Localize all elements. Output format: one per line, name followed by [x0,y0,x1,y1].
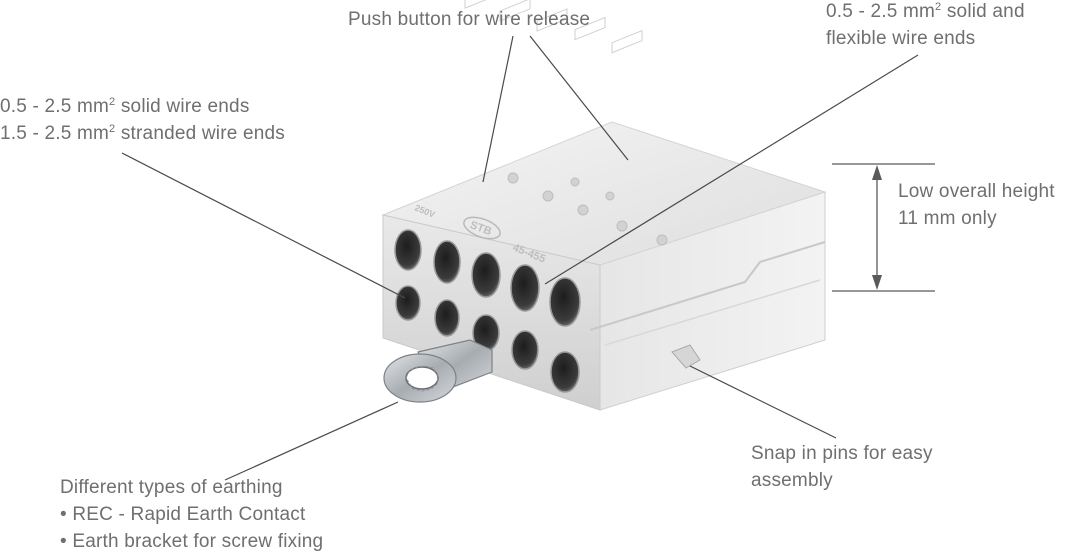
height-line-1: Low overall height [898,181,1055,202]
stranded-wire-size: 1.5 - 2.5 mm [0,123,110,144]
height-label: Low overall height 11 mm only [898,178,1055,232]
height-dimension [832,163,935,292]
release-slot [536,8,568,32]
flexible-wire-label: 0.5 - 2.5 mm2 solid and flexible wire en… [826,0,1025,52]
side-panel-edge [604,279,821,346]
socket-row-upper [394,229,581,327]
earthing-line-1: Different types of earthing [60,477,283,498]
wire-socket [434,299,460,337]
test-hole [577,204,589,216]
snap-in-pin [671,344,701,369]
release-slot [611,29,643,54]
wire-socket [394,229,422,271]
flexible-wire-line-2: flexible wire ends [826,28,976,49]
snap-pins-label: Snap in pins for easy assembly [751,440,933,494]
wire-socket [433,240,461,284]
earthing-line-2: • REC - Rapid Earth Contact [60,504,306,525]
flexible-wire-type: solid and [941,1,1025,22]
leader-solid [121,152,406,299]
top-test-holes [507,172,668,246]
logo-oval [463,216,501,240]
wire-socket [395,285,421,321]
snap-pins-line-1: Snap in pins for easy [751,443,933,464]
solid-wire-type: solid wire ends [115,96,250,117]
flexible-wire-line-1: 0.5 - 2.5 mm2 solid and [826,0,1025,25]
wire-sockets [394,229,581,393]
release-slot [574,16,606,41]
side-step-detail [589,241,826,331]
height-line-2: 11 mm only [898,208,997,229]
snap-pins-line-2: assembly [751,470,833,491]
wire-socket [549,277,581,327]
wire-socket [510,264,540,312]
superscript-2: 2 [935,1,942,13]
test-hole [616,220,628,232]
stranded-wire-type: stranded wire ends [115,123,285,144]
test-hole [605,191,615,201]
release-slot [499,0,531,22]
test-hole [656,234,668,246]
flexible-wire-size: 0.5 - 2.5 mm [826,1,936,22]
superscript-2: 2 [109,96,116,108]
earth-bracket [383,339,493,403]
solid-wire-label: 0.5 - 2.5 mm2 solid wire ends 1.5 - 2.5 … [0,93,285,147]
earthing-label: Different types of earthing • REC - Rapi… [60,474,323,555]
wire-socket [511,330,539,370]
test-hole [570,177,580,187]
test-hole [542,190,554,202]
connector-body: STB 45-455 250V [381,0,827,411]
solid-wire-line-2: 1.5 - 2.5 mm2 stranded wire ends [0,120,285,147]
leader-push-left [482,35,514,183]
solid-wire-size: 0.5 - 2.5 mm [0,96,110,117]
dimension-arrow-down [872,275,882,290]
push-button-text: Push button for wire release [348,9,591,30]
leader-snap [689,365,837,439]
leader-push-right [529,35,629,161]
top-slots [464,0,643,54]
wire-socket [550,351,580,393]
bracket-teeth [405,365,439,392]
earthing-line-3: • Earth bracket for screw fixing [60,531,324,552]
dimension-arrow-up [872,165,882,180]
push-button-label: Push button for wire release [348,6,590,33]
leader-flexible [544,54,919,285]
leader-lines [121,35,919,481]
wire-socket [471,252,501,298]
test-hole [507,172,519,184]
leader-earth [224,401,399,481]
solid-wire-line-1: 0.5 - 2.5 mm2 solid wire ends [0,93,285,120]
release-slot [464,0,496,9]
superscript-2: 2 [109,123,116,135]
